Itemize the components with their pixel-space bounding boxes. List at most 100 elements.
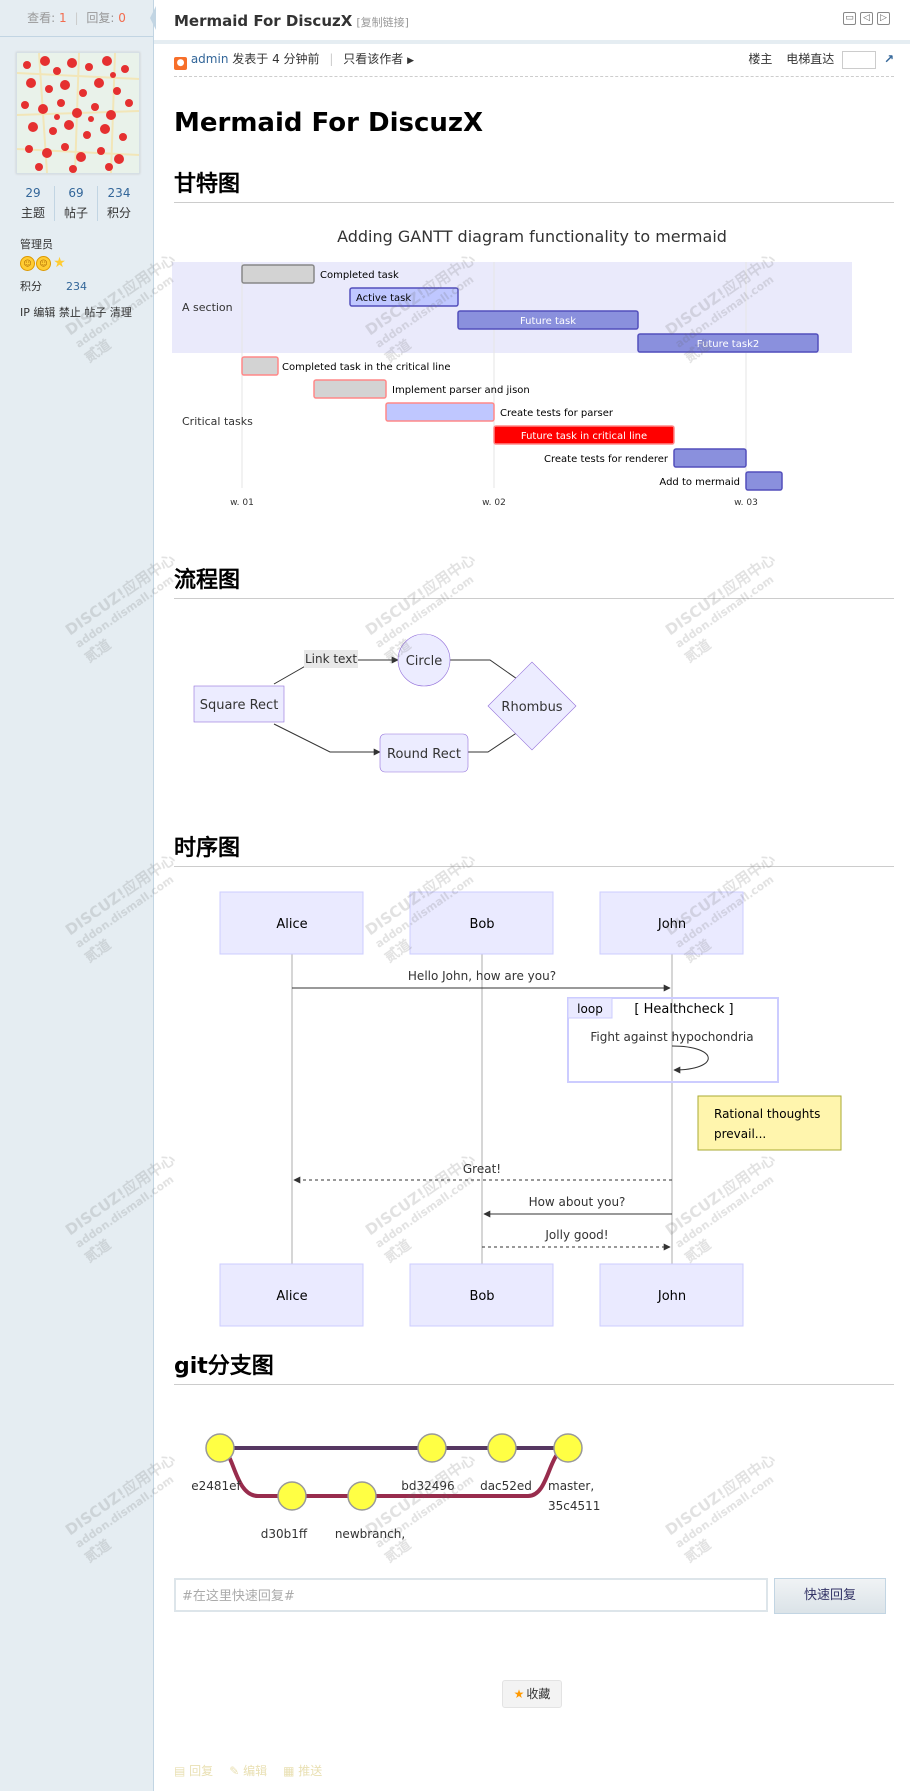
arrow-right-icon: ▶ [407,56,414,66]
gantt-bar-done [241,264,315,284]
flow-node-label: Square Rect [200,698,279,713]
rank-stars: ☺ ☺ ★ [20,256,67,271]
gantt-tick: w. 01 [230,498,254,508]
admin-links[interactable]: IP 编辑 禁止 帖子 清理 [20,306,132,319]
gantt-bar-active [349,287,459,307]
gantt-title: Adding GANTT diagram functionality to me… [337,227,727,246]
sun-icon: ☺ [20,256,35,271]
gantt-task-label: Completed task in the critical line [282,362,451,373]
print-icon[interactable]: ▭ [843,12,856,25]
thread-title-text: Mermaid For DiscuzX [174,12,353,30]
edit-label: 编辑 [243,1764,268,1778]
flow-node-label: Rhombus [501,700,562,715]
section-flow-title: 流程图 [174,562,894,599]
count-label: 主题 [20,206,45,220]
floor-label: 楼主 [748,52,773,66]
jump-floor-input[interactable] [842,50,877,69]
seq-message-label: Great! [463,1162,501,1176]
gantt-task-label: Create tests for parser [500,408,614,419]
seq-loop-condition: [ Healthcheck ] [634,1002,733,1017]
git-commit-label: bd32496 [401,1479,454,1493]
edit-icon: ✎ [229,1764,240,1778]
seq-actor-label: Alice [276,1289,307,1304]
replies-label: 回复: [86,11,115,25]
gantt-task-label: Implement parser and jison [392,385,530,396]
count-credits[interactable]: 234 积分 [98,186,140,221]
count-posts[interactable]: 69 帖子 [55,186,98,221]
seq-message-label: How about you? [529,1195,626,1209]
seq-actor-label: Alice [276,917,307,932]
user-sidebar: 查看: 1 | 回复: 0 29 主题 69 [0,0,154,1791]
seq-actor-bottom [599,1263,744,1327]
flow-node-label: Circle [406,654,443,669]
post-heading: Mermaid For DiscuzX [174,108,484,138]
seq-actor-top [409,891,554,955]
gantt-task-label: Create tests for renderer [544,454,669,465]
prev-thread-icon[interactable]: ◁ [860,12,873,25]
section-gantt-title: 甘特图 [174,166,894,203]
seq-actor-label: John [657,917,686,932]
author-link[interactable]: admin [190,52,229,66]
reply-icon: ▤ [174,1764,186,1778]
edit-link[interactable]: ✎ 编辑 [229,1762,267,1779]
gantt-task-label: Completed task [320,270,399,281]
next-thread-icon[interactable]: ▷ [877,12,890,25]
git-commit [487,1433,517,1463]
push-link[interactable]: ▦ 推送 [283,1762,322,1779]
seq-actor-top [599,891,744,955]
git-commit-label: master, [548,1479,594,1493]
sequence-diagram: Alice Bob John Hello John, how are you? … [219,891,842,1327]
seq-actor-top [219,891,364,955]
count-value: 234 [107,186,131,200]
seq-loop-tag [567,997,613,1019]
section-git-title: git分支图 [174,1348,894,1385]
quick-reply: #在这里快速回复# 快速回复 [174,1578,894,1614]
star-icon: ★ [513,1687,525,1701]
seq-message-label: Hello John, how are you? [408,969,556,983]
flow-node-rhombus [487,661,577,751]
user-group[interactable]: 管理员 [20,238,53,251]
post-time: 发表于 4 分钟前 [232,52,320,66]
git-commit-label: d30b1ff [261,1527,308,1541]
gantt-bar-crit-done [241,356,279,376]
quick-reply-button[interactable]: 快速回复 [774,1578,886,1614]
gantt-bar-future [673,448,747,468]
post-main: Mermaid For DiscuzX[复制链接] ▭ ◁ ▷ ● admin … [154,0,910,1791]
git-commit-label: e2481ef [191,1479,241,1493]
seq-self-arrow [671,1045,709,1074]
only-author-link[interactable]: 只看该作者 [343,52,404,66]
jump-go-icon[interactable]: ↗ [883,52,894,66]
reply-link[interactable]: ▤ 回复 [174,1762,213,1779]
seq-loop-box [567,997,779,1083]
avatar-map-image [16,52,140,174]
gantt-bar-future [745,471,783,491]
seq-note [697,1095,842,1151]
gantt-task-label: Add to mermaid [659,477,740,488]
count-label: 积分 [106,206,131,220]
gantt-bar-future [637,333,819,353]
sidebar-notch [150,6,156,30]
user-counts: 29 主题 69 帖子 234 积分 [12,186,140,221]
thread-title: Mermaid For DiscuzX[复制链接] [174,12,409,30]
gantt-bar-future [457,310,639,330]
seq-actor-bottom [219,1263,364,1327]
gantt-task-label: Active task [356,293,411,304]
seq-loop-label: loop [577,1002,603,1016]
favorite-button[interactable]: ★收藏 [502,1680,562,1708]
git-commit [553,1433,583,1463]
copy-link[interactable]: [复制链接] [356,16,409,29]
count-threads[interactable]: 29 主题 [12,186,55,221]
quick-reply-input[interactable]: #在这里快速回复# [174,1578,768,1612]
flow-edge-label-bg [304,650,358,668]
views-count: 1 [59,11,67,25]
avatar[interactable] [16,52,140,174]
user-icon: ● [174,57,187,70]
gantt-tick: w. 03 [734,498,758,508]
count-label: 帖子 [63,206,88,220]
jump-label: 电梯直达 [786,52,835,66]
gantt-diagram: Adding GANTT diagram functionality to me… [172,227,852,508]
flow-node-round [379,733,469,773]
replies-count: 0 [118,11,126,25]
gantt-task-label: Future task in critical line [521,431,647,442]
